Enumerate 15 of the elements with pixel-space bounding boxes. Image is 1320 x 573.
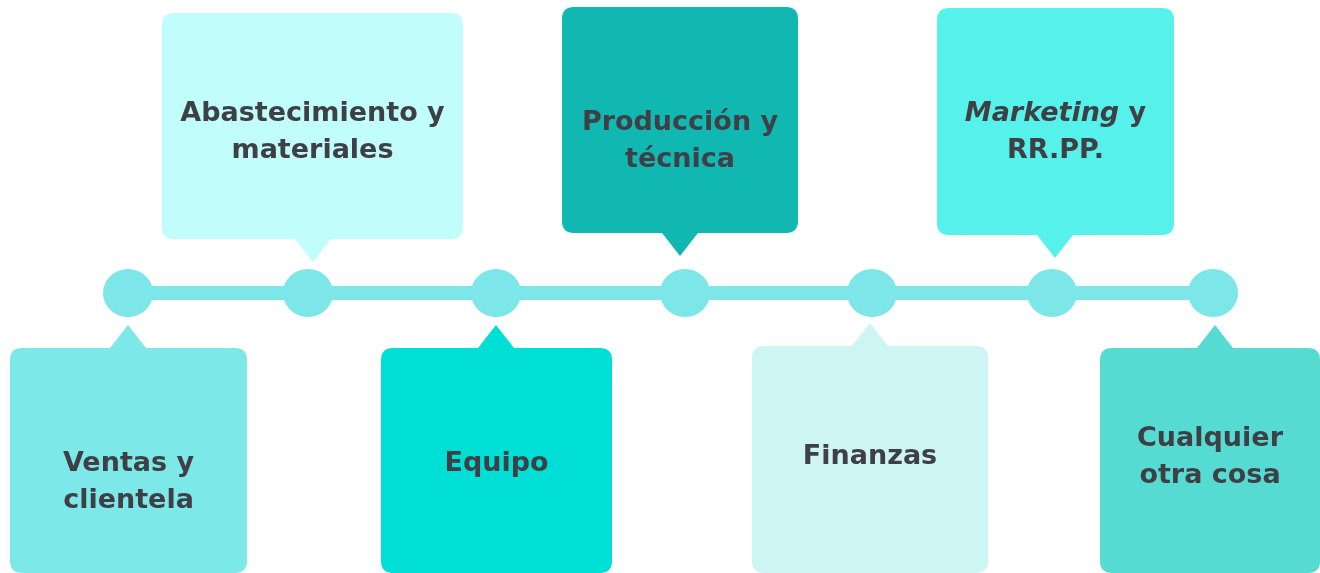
callout-text: Ventas y clientela bbox=[61, 445, 196, 516]
timeline-line bbox=[519, 286, 662, 300]
timeline-line bbox=[1075, 286, 1190, 300]
timeline-line bbox=[708, 286, 849, 300]
timeline-dot bbox=[1188, 269, 1238, 317]
timeline-line bbox=[895, 286, 1029, 300]
callout-text: Cualquier otra cosa bbox=[1136, 420, 1284, 491]
timeline-dot bbox=[103, 269, 153, 317]
timeline-line bbox=[331, 286, 473, 300]
callout-text: Equipo bbox=[443, 445, 550, 479]
timeline-line bbox=[151, 286, 285, 300]
callout-text: Producción y técnica bbox=[580, 104, 780, 175]
callout-text: Marketing y RR.PP. bbox=[963, 95, 1148, 166]
callout-text: Abastecimiento y materiales bbox=[179, 95, 446, 166]
callout-text: Finanzas bbox=[801, 438, 939, 472]
